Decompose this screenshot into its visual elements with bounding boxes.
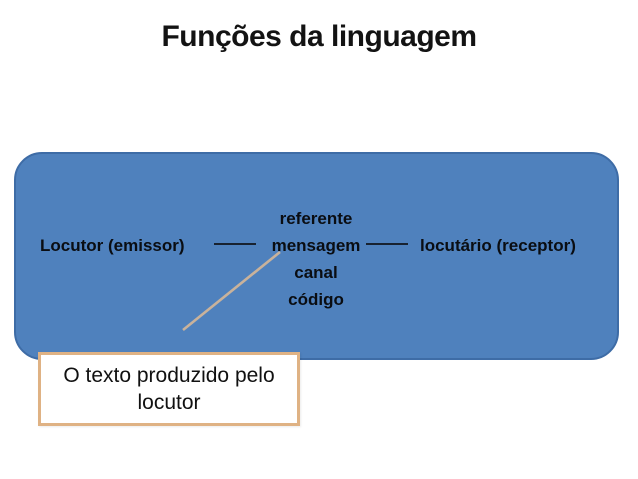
diagram-item-codigo: código — [288, 290, 344, 309]
slide-title: Funções da linguagem — [161, 20, 477, 53]
diagram-label-emitter: Locutor (emissor) — [40, 236, 185, 255]
diagram-label-receiver: locutário (receptor) — [420, 236, 576, 255]
callout-text: O texto produzido pelo locutor — [63, 363, 275, 414]
diagram-center-elements: referente mensagem canal código — [236, 205, 396, 313]
callout-box: O texto produzido pelo locutor — [38, 352, 300, 426]
diagram-item-mensagem: mensagem — [271, 236, 361, 255]
communication-diagram-box — [14, 152, 619, 360]
diagram-item-referente: referente — [279, 209, 353, 228]
diagram-item-canal: canal — [294, 263, 338, 282]
